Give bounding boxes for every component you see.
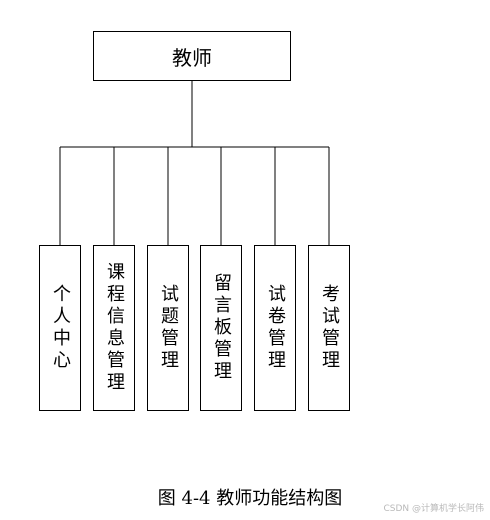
child-node-personal-center: 个人中心 bbox=[39, 245, 81, 411]
root-node-label: 教师 bbox=[172, 45, 212, 70]
child-node-label: 试题管理 bbox=[158, 284, 179, 372]
child-node-label: 课程信息管理 bbox=[104, 262, 125, 394]
child-node-paper-management: 试卷管理 bbox=[254, 245, 296, 411]
child-node-label: 试卷管理 bbox=[265, 284, 286, 372]
child-node-message-board-management: 留言板管理 bbox=[200, 245, 242, 411]
figure-caption: 图 4-4 教师功能结构图 bbox=[157, 488, 343, 509]
child-node-label: 考试管理 bbox=[319, 284, 340, 372]
child-node-exam-management: 考试管理 bbox=[308, 245, 350, 411]
child-node-label: 留言板管理 bbox=[211, 273, 232, 383]
child-node-label: 个人中心 bbox=[50, 284, 71, 372]
watermark-text: CSDN @计算机学长阿伟 bbox=[383, 504, 484, 514]
child-node-course-info-management: 课程信息管理 bbox=[93, 245, 135, 411]
child-node-question-management: 试题管理 bbox=[147, 245, 189, 411]
root-node: 教师 bbox=[93, 31, 291, 81]
